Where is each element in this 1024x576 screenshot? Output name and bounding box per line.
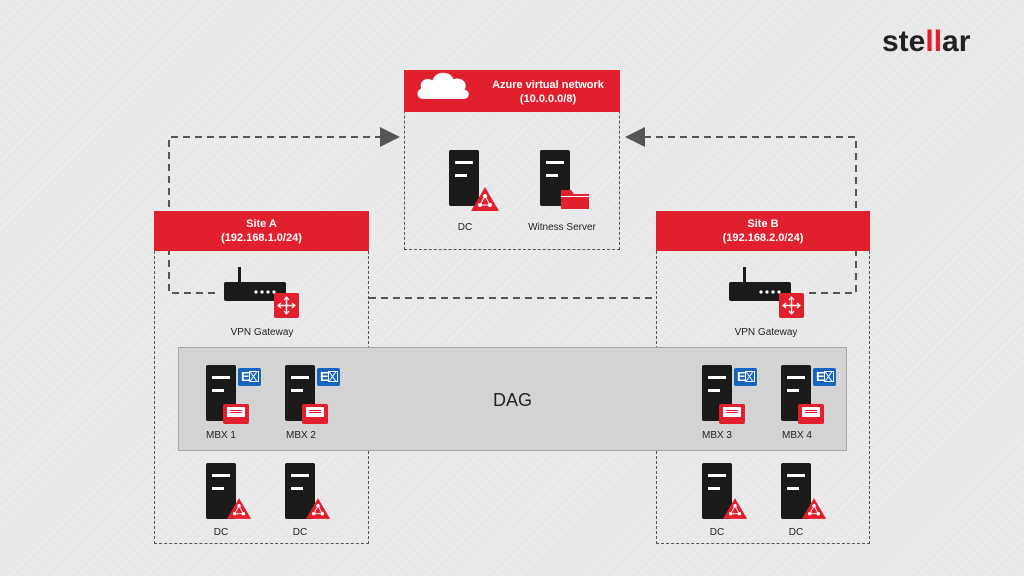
site-a-dc1-server-icon: [206, 463, 236, 519]
site-a-router-icon: [224, 267, 299, 318]
logo-text-start: ste: [882, 25, 926, 58]
folder-icon: [561, 190, 589, 209]
site-a-dc2-label: DC: [292, 527, 308, 538]
stellar-logo: stellar: [882, 25, 970, 59]
azure-network-title: Azure virtual network: [492, 79, 604, 91]
site-b-dc1-badge-icon: [722, 498, 748, 519]
site-a-dc2-server-icon: [285, 463, 315, 519]
mbx-1-exchange-icon: E: [238, 368, 261, 386]
site-a-dc1-label: DC: [213, 527, 229, 538]
mbx-3-label: MBX 3: [701, 430, 732, 441]
azure-dc-server-icon: [449, 150, 479, 206]
site-a-dc1-badge-icon: [226, 498, 252, 519]
site-a-title: Site A: [246, 218, 277, 230]
site-b-subnet: (192.168.2.0/24): [722, 232, 804, 244]
site-a-subnet: (192.168.1.0/24): [221, 232, 302, 244]
mbx-4-exchange-icon: E: [813, 368, 836, 386]
mbx-4-mailbox-icon: [798, 404, 824, 424]
logo-text-accent: ll: [925, 25, 943, 58]
cloud-icon: [415, 70, 471, 101]
site-b-dc2-label: DC: [788, 527, 804, 538]
azure-network-subnet: (10.0.0.0/8): [519, 93, 577, 105]
mbx-1-label: MBX 1: [205, 430, 236, 441]
dag-label: DAG: [493, 390, 533, 410]
site-b-header: Site B (192.168.2.0/24): [656, 211, 870, 251]
mbx-3-exchange-icon: E: [734, 368, 757, 386]
site-b-gateway-label: VPN Gateway: [734, 327, 798, 338]
logo-text-end: ar: [942, 25, 971, 58]
mbx-1-mailbox-icon: [223, 404, 249, 424]
site-b-dc2-badge-icon: [801, 498, 827, 519]
mbx-3-mailbox-icon: [719, 404, 745, 424]
mbx-4-label: MBX 4: [781, 430, 812, 441]
witness-server-label: Witness Server: [528, 222, 596, 233]
site-a-dc2-badge-icon: [305, 498, 331, 519]
azure-dc-badge-icon: [471, 187, 499, 211]
azure-dc-label: DC: [457, 222, 473, 233]
mbx-2-server-icon: [285, 365, 315, 421]
site-b-router-icon: [729, 267, 804, 318]
site-b-dc2-server-icon: [781, 463, 811, 519]
mbx-4-server-icon: [781, 365, 811, 421]
site-b-dc1-server-icon: [702, 463, 732, 519]
mbx-2-mailbox-icon: [302, 404, 328, 424]
mbx-2-label: MBX 2: [285, 430, 316, 441]
site-a-gateway-label: VPN Gateway: [230, 327, 294, 338]
site-b-dc1-label: DC: [709, 527, 725, 538]
mbx-2-exchange-icon: E: [317, 368, 340, 386]
site-a-header: Site A (192.168.1.0/24): [154, 211, 369, 251]
site-b-title: Site B: [747, 218, 779, 230]
